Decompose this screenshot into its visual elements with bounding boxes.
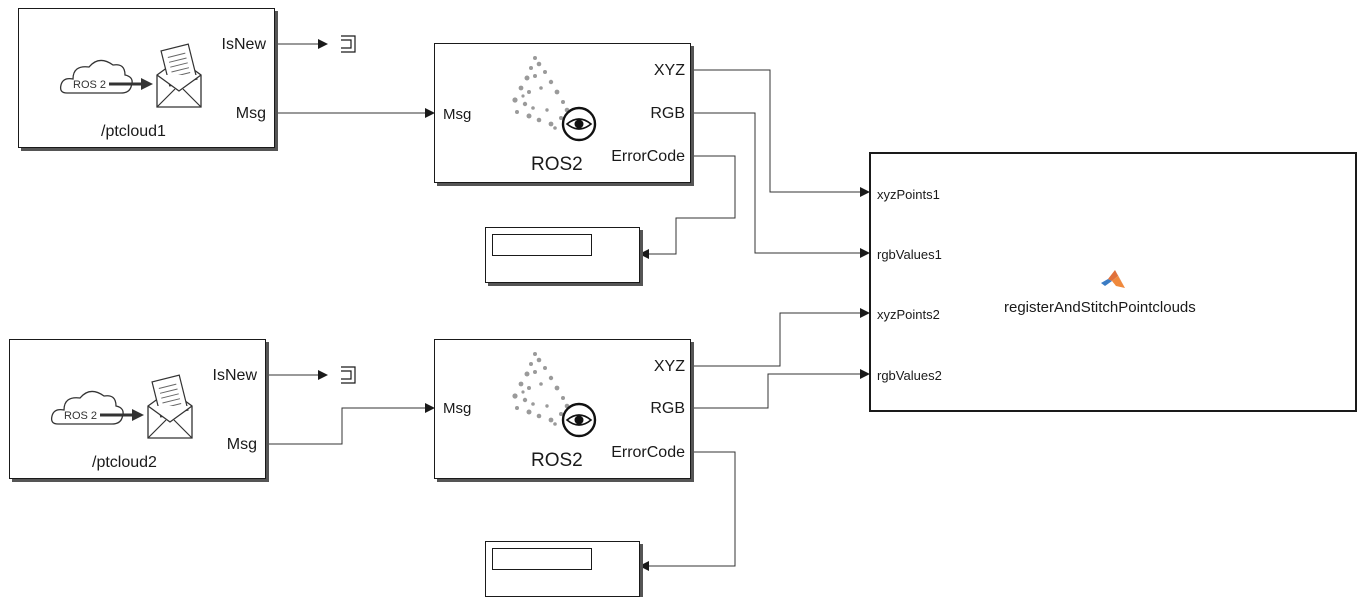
port-errorcode: ErrorCode — [611, 444, 685, 461]
display-value-field — [492, 234, 592, 256]
wire-err-1 — [639, 155, 736, 259]
matlab-logo-icon — [1101, 270, 1125, 288]
subscribe-block-ptcloud2[interactable]: ROS 2 /ptcloud2 IsNew Msg — [9, 339, 266, 479]
wire-xyz-2 — [691, 308, 870, 367]
port-msg-in: Msg — [443, 106, 472, 123]
port-rgbvalues2: rgbValues2 — [877, 368, 942, 383]
port-xyz: XYZ — [653, 62, 685, 79]
port-rgb: RGB — [650, 105, 685, 122]
port-msg-in: Msg — [443, 400, 472, 417]
block-name: /ptcloud2 — [92, 454, 157, 471]
port-xyzpoints2: xyzPoints2 — [877, 307, 940, 322]
terminator-icon — [341, 35, 356, 53]
port-errorcode: ErrorCode — [611, 148, 685, 165]
port-msg: Msg — [226, 436, 257, 453]
wire-msg-2 — [266, 403, 435, 445]
ros2-cloud-envelope-icon: ROS 2 — [59, 43, 202, 108]
read-point-cloud-block-1[interactable]: Msg XYZ RGB ErrorCode ROS2 — [434, 43, 691, 183]
read-point-cloud-block-2[interactable]: Msg XYZ RGB ErrorCode ROS2 — [434, 339, 691, 479]
block-title: ROS2 — [531, 450, 583, 471]
subscribe-block-ptcloud1[interactable]: ROS 2 /ptcloud1 IsNew Msg — [18, 8, 275, 148]
display-block-1[interactable] — [485, 227, 640, 283]
svg-text:ROS 2: ROS 2 — [64, 410, 97, 422]
ros2-cloud-envelope-icon: ROS 2 — [50, 374, 193, 439]
port-isnew: IsNew — [221, 36, 266, 53]
pointcloud-eye-icon — [512, 352, 597, 438]
pointcloud-eye-icon — [512, 56, 597, 142]
terminator-icon — [341, 366, 356, 384]
port-rgbvalues1: rgbValues1 — [877, 247, 942, 262]
block-name: registerAndStitchPointclouds — [1004, 299, 1196, 316]
port-msg: Msg — [235, 105, 266, 122]
block-title: ROS2 — [531, 154, 583, 175]
block-name: /ptcloud1 — [101, 123, 166, 140]
wire-err-2 — [639, 451, 736, 571]
port-isnew: IsNew — [212, 367, 257, 384]
wire-rgb-2 — [691, 369, 870, 409]
display-block-2[interactable] — [485, 541, 640, 597]
wire-xyz-1 — [691, 69, 870, 197]
matlab-function-block[interactable]: xyzPoints1 rgbValues1 xyzPoints2 rgbValu… — [869, 152, 1357, 412]
display-value-field — [492, 548, 592, 570]
svg-text:ROS 2: ROS 2 — [73, 79, 106, 91]
port-xyz: XYZ — [653, 358, 685, 375]
wire-rgb-1 — [691, 112, 870, 258]
port-xyzpoints1: xyzPoints1 — [877, 187, 940, 202]
port-rgb: RGB — [650, 400, 685, 417]
